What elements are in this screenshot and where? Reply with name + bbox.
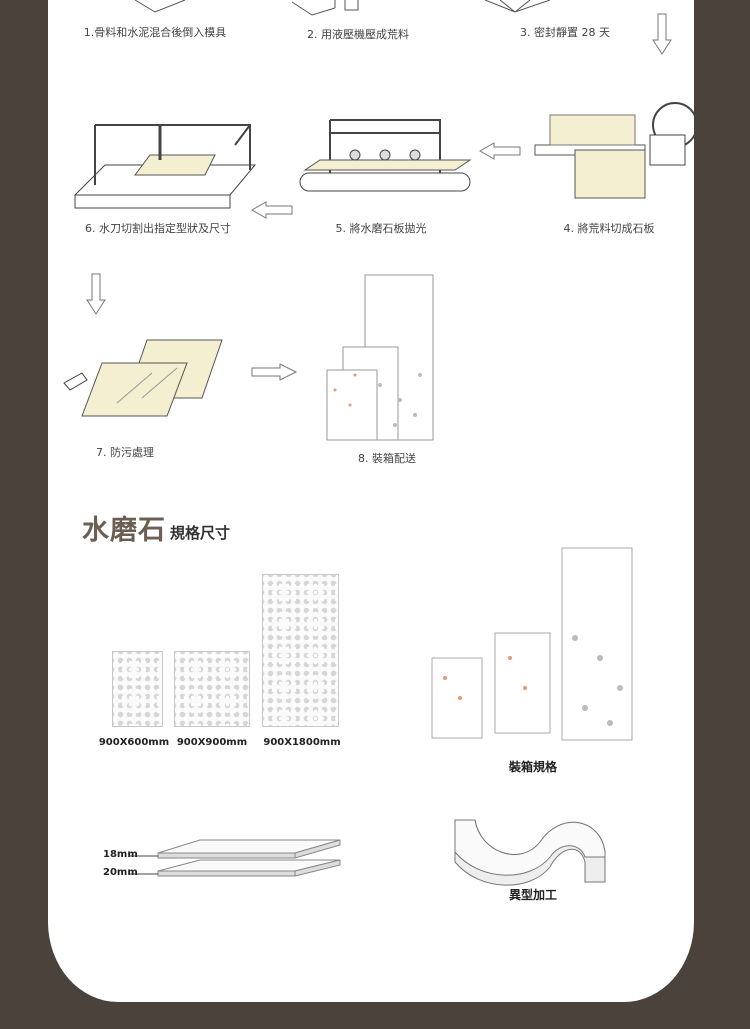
step-1-label: 1.骨料和水泥混合後倒入模具 — [83, 26, 227, 39]
packing-spec-illustration — [431, 547, 633, 741]
arrow-down-icon — [86, 273, 106, 315]
spec-title: 水磨石 — [82, 515, 166, 546]
custom-shape-illustration — [454, 819, 606, 886]
tile-900x600 — [112, 651, 163, 727]
step-4-label: 4. 將荒料切成石板 — [563, 222, 655, 235]
size-label: 900X600mm — [98, 737, 170, 748]
spec-subtitle: 規格尺寸 — [170, 524, 231, 542]
stain-proofing-illustration — [63, 339, 223, 417]
sealed-block-illustration — [484, 0, 551, 13]
thickness-label: 20mm — [103, 867, 138, 878]
arrow-right-icon — [251, 363, 298, 381]
step-7-label: 7. 防污處理 — [96, 446, 154, 459]
press-illustration — [291, 0, 359, 16]
packing-spec-label: 裝箱規格 — [508, 760, 558, 774]
arrow-left-icon — [478, 142, 521, 160]
tile-900x1800 — [262, 574, 339, 727]
packing-boxes-illustration — [326, 274, 434, 441]
step-6-label: 6. 水刀切割出指定型狀及尺寸 — [85, 222, 231, 235]
step-2-label: 2. 用液壓機壓成荒料 — [307, 28, 409, 41]
arrow-left-icon — [250, 201, 293, 219]
waterjet-cutter-illustration — [73, 124, 257, 209]
block-saw-illustration — [534, 102, 698, 199]
step-8-label: 8. 裝箱配送 — [358, 452, 416, 465]
step-3-label: 3. 密封靜置 28 天 — [520, 26, 610, 39]
step-5-label: 5. 將水磨石板拋光 — [335, 222, 427, 235]
mold-illustration — [134, 0, 186, 13]
thickness-label: 18mm — [103, 849, 138, 860]
slab-thickness-illustration — [130, 839, 341, 877]
tile-900x900 — [174, 651, 250, 727]
polishing-machine-illustration — [299, 119, 472, 192]
size-label: 900X900mm — [176, 737, 248, 748]
custom-shape-label: 異型加工 — [508, 888, 558, 902]
size-label: 900X1800mm — [263, 737, 341, 748]
arrow-down-icon — [652, 13, 672, 55]
